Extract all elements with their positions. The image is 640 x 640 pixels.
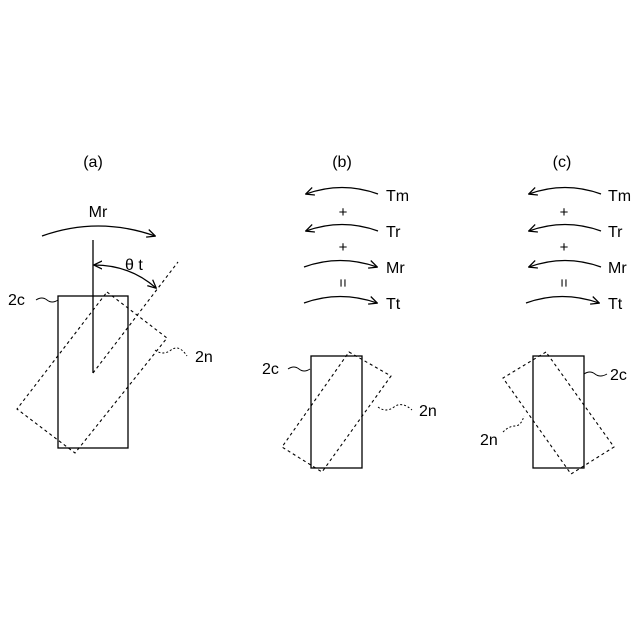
rect-2n-c bbox=[503, 352, 614, 474]
term-tt-c: Tt bbox=[608, 296, 623, 313]
term-mr-c: Mr bbox=[608, 260, 627, 277]
term-mr-b: Mr bbox=[386, 260, 405, 277]
panel-b-label: (b) bbox=[332, 154, 352, 171]
arrow-tt-c bbox=[526, 297, 599, 304]
rect-label-2c-b: 2c bbox=[262, 361, 279, 378]
arrow-tr-b bbox=[306, 225, 378, 232]
rect-2c-b bbox=[311, 356, 362, 468]
panel-a: (a) Mr θ t 2c 2n bbox=[8, 154, 213, 453]
term-tm-b: Tm bbox=[386, 188, 409, 205]
leader-2n-a bbox=[155, 348, 187, 356]
arrow-mr-b bbox=[304, 261, 377, 268]
dashed-label-2n-b: 2n bbox=[419, 403, 437, 420]
dashed-label-2n-a: 2n bbox=[195, 349, 213, 366]
arrow-tm-b bbox=[306, 188, 378, 195]
arrow-tr-c bbox=[529, 225, 601, 232]
rect-2c-c bbox=[533, 356, 584, 468]
op-plus-2-c: + bbox=[560, 239, 569, 256]
tilted-axis-line bbox=[93, 262, 178, 373]
panel-b: (b) Tm + Tr + Mr = Tt 2c 2n bbox=[262, 154, 437, 472]
dashed-label-2n-c: 2n bbox=[480, 432, 498, 449]
arrow-tt-b bbox=[304, 297, 377, 304]
panel-c-label: (c) bbox=[553, 154, 572, 171]
leader-2n-b bbox=[378, 405, 412, 410]
panel-a-label: (a) bbox=[83, 154, 103, 171]
leader-2c-a bbox=[36, 298, 58, 302]
op-equals-b: = bbox=[334, 279, 351, 288]
op-plus-1-c: + bbox=[560, 204, 569, 221]
op-equals-c: = bbox=[555, 279, 572, 288]
arrow-tm-c bbox=[529, 188, 601, 195]
moment-label-a: Mr bbox=[89, 204, 108, 221]
leader-2c-c bbox=[584, 372, 607, 376]
rect-label-2c-c: 2c bbox=[610, 367, 627, 384]
term-tm-c: Tm bbox=[608, 188, 631, 205]
leader-2n-c bbox=[503, 416, 524, 432]
term-tr-c: Tr bbox=[608, 224, 623, 241]
term-tr-b: Tr bbox=[386, 224, 401, 241]
angle-label: θ t bbox=[125, 257, 143, 274]
op-plus-1-b: + bbox=[339, 204, 348, 221]
arrow-mr-c bbox=[529, 261, 601, 268]
leader-2c-b bbox=[288, 367, 310, 371]
rect-2n-b bbox=[282, 352, 391, 472]
rect-label-2c-a: 2c bbox=[8, 292, 25, 309]
moment-arc-a bbox=[42, 226, 155, 236]
op-plus-2-b: + bbox=[339, 239, 348, 256]
term-tt-b: Tt bbox=[386, 296, 401, 313]
panel-c: (c) Tm + Tr + Mr = Tt 2c 2n bbox=[480, 154, 631, 474]
rect-2n-a bbox=[17, 292, 167, 453]
